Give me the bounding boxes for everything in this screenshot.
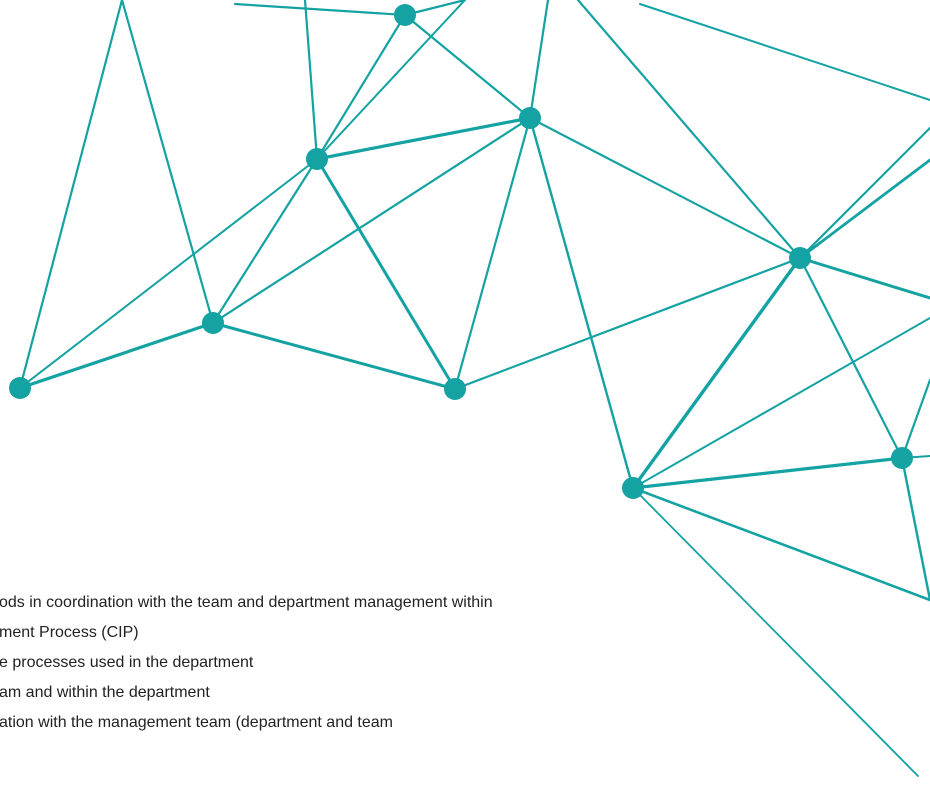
network-edge xyxy=(316,0,466,160)
network-edge xyxy=(403,13,532,120)
network-edge xyxy=(528,0,550,120)
network-edge xyxy=(631,256,802,490)
network-edge xyxy=(798,256,904,460)
network-edges xyxy=(18,0,930,777)
network-node xyxy=(202,312,224,334)
text-line-2: ment Process (CIP) xyxy=(0,624,139,641)
text-line-1: ods in coordination with the team and de… xyxy=(0,594,493,611)
text-line-5: ation with the management team (departme… xyxy=(0,714,393,731)
network-node xyxy=(519,107,541,129)
text-line-4: am and within the department xyxy=(0,684,210,701)
network-node xyxy=(622,477,644,499)
network-edge xyxy=(233,2,407,17)
network-edge xyxy=(120,0,215,325)
network-edge xyxy=(18,0,124,390)
network-edge xyxy=(798,256,930,300)
network-edge xyxy=(631,456,904,490)
network-node xyxy=(394,4,416,26)
network-edge xyxy=(315,157,457,391)
network-node xyxy=(306,148,328,170)
network-edge xyxy=(639,3,930,101)
network-edge xyxy=(315,13,407,161)
network-edge xyxy=(632,487,919,777)
network-node xyxy=(789,247,811,269)
network-edge xyxy=(211,116,532,325)
network-node xyxy=(9,377,31,399)
network-edge xyxy=(631,486,930,602)
network-edge xyxy=(528,116,635,490)
network-edge xyxy=(798,126,930,260)
network-edge xyxy=(211,157,319,325)
network-edge xyxy=(528,116,802,260)
network-edge xyxy=(211,321,457,391)
network-nodes xyxy=(9,4,913,499)
network-edge xyxy=(18,321,215,390)
network-node xyxy=(891,447,913,469)
network-edge xyxy=(315,116,532,161)
network-edge xyxy=(900,456,930,602)
network-edge xyxy=(900,378,930,460)
network-node xyxy=(444,378,466,400)
text-line-3: e processes used in the department xyxy=(0,654,254,671)
network-edge xyxy=(632,317,930,489)
network-edge xyxy=(453,256,802,391)
network-edge xyxy=(453,116,532,391)
network-edge xyxy=(576,0,802,260)
network-edge xyxy=(19,158,318,389)
network-edge xyxy=(303,0,319,161)
network-edge xyxy=(798,158,930,260)
